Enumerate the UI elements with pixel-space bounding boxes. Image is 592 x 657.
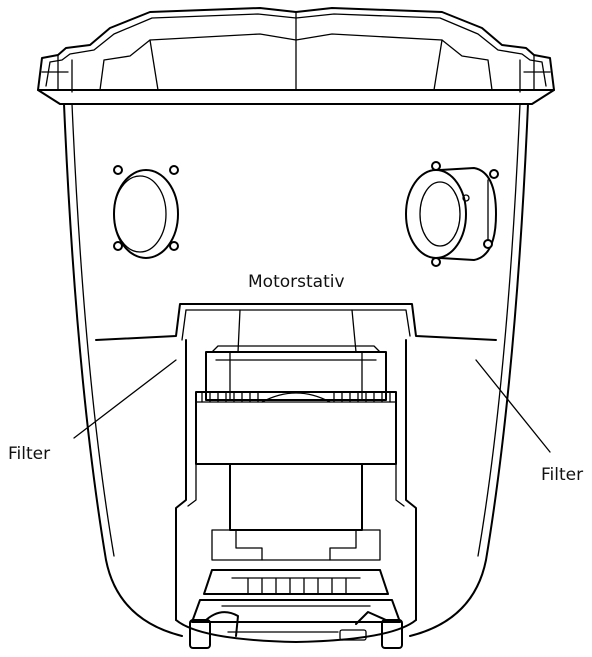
label-filter-right: Filter: [541, 465, 584, 485]
motor-stand: [95, 303, 497, 353]
label-motor-stand: Motorstativ: [248, 272, 345, 292]
right-inlet-pipe: [405, 161, 499, 267]
tank-body: [63, 103, 529, 637]
base-assembly: [175, 569, 417, 649]
lid: [37, 7, 555, 105]
label-filter-left: Filter: [8, 444, 51, 464]
label-leader-lines: [73, 359, 551, 453]
left-inlet-pipe: [113, 165, 179, 259]
motor-housing: [175, 339, 417, 621]
motor-assembly: [195, 345, 397, 561]
